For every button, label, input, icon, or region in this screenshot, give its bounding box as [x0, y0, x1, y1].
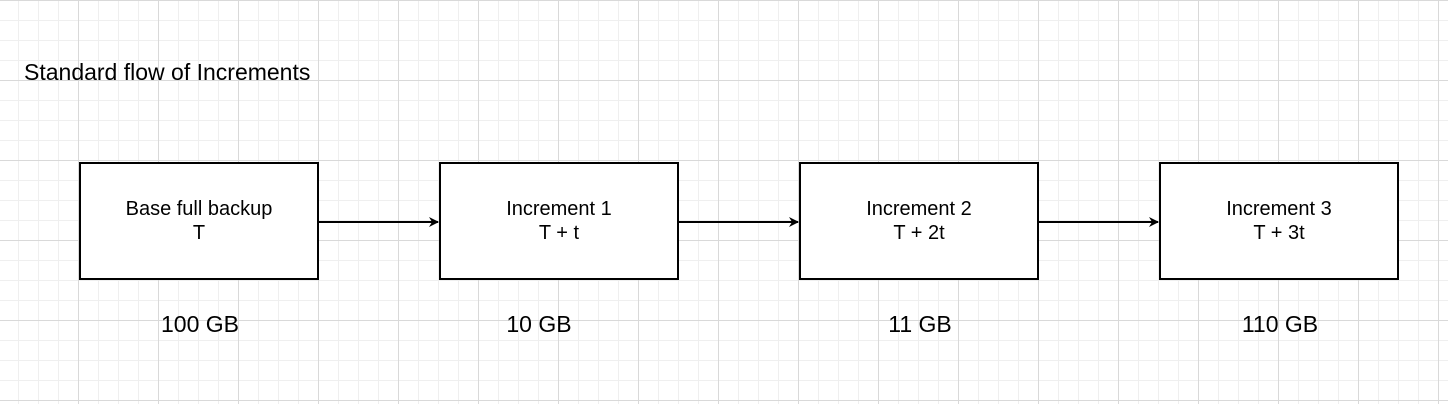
size-label-increment-2: 11 GB [888, 311, 952, 337]
node-time: T + 2t [893, 222, 945, 244]
node-base-full-backup[interactable]: Base full backup T [79, 162, 319, 280]
diagram-title: Standard flow of Increments [24, 59, 311, 85]
node-increment-1[interactable]: Increment 1 T + t [439, 162, 679, 280]
node-time: T [192, 222, 206, 244]
node-label: Increment 3 [1226, 198, 1332, 220]
node-time: T + t [538, 222, 580, 244]
size-label-increment-1: 10 GB [506, 311, 572, 337]
node-increment-3[interactable]: Increment 3 T + 3t [1159, 162, 1399, 280]
size-label-increment-3: 110 GB [1241, 311, 1319, 337]
node-increment-2[interactable]: Increment 2 T + 2t [799, 162, 1039, 280]
size-label-base: 100 GB [161, 311, 239, 337]
node-time: T + 3t [1253, 222, 1305, 244]
node-label: Base full backup [125, 198, 273, 220]
node-label: Increment 1 [506, 198, 612, 220]
node-label: Increment 2 [866, 198, 972, 220]
